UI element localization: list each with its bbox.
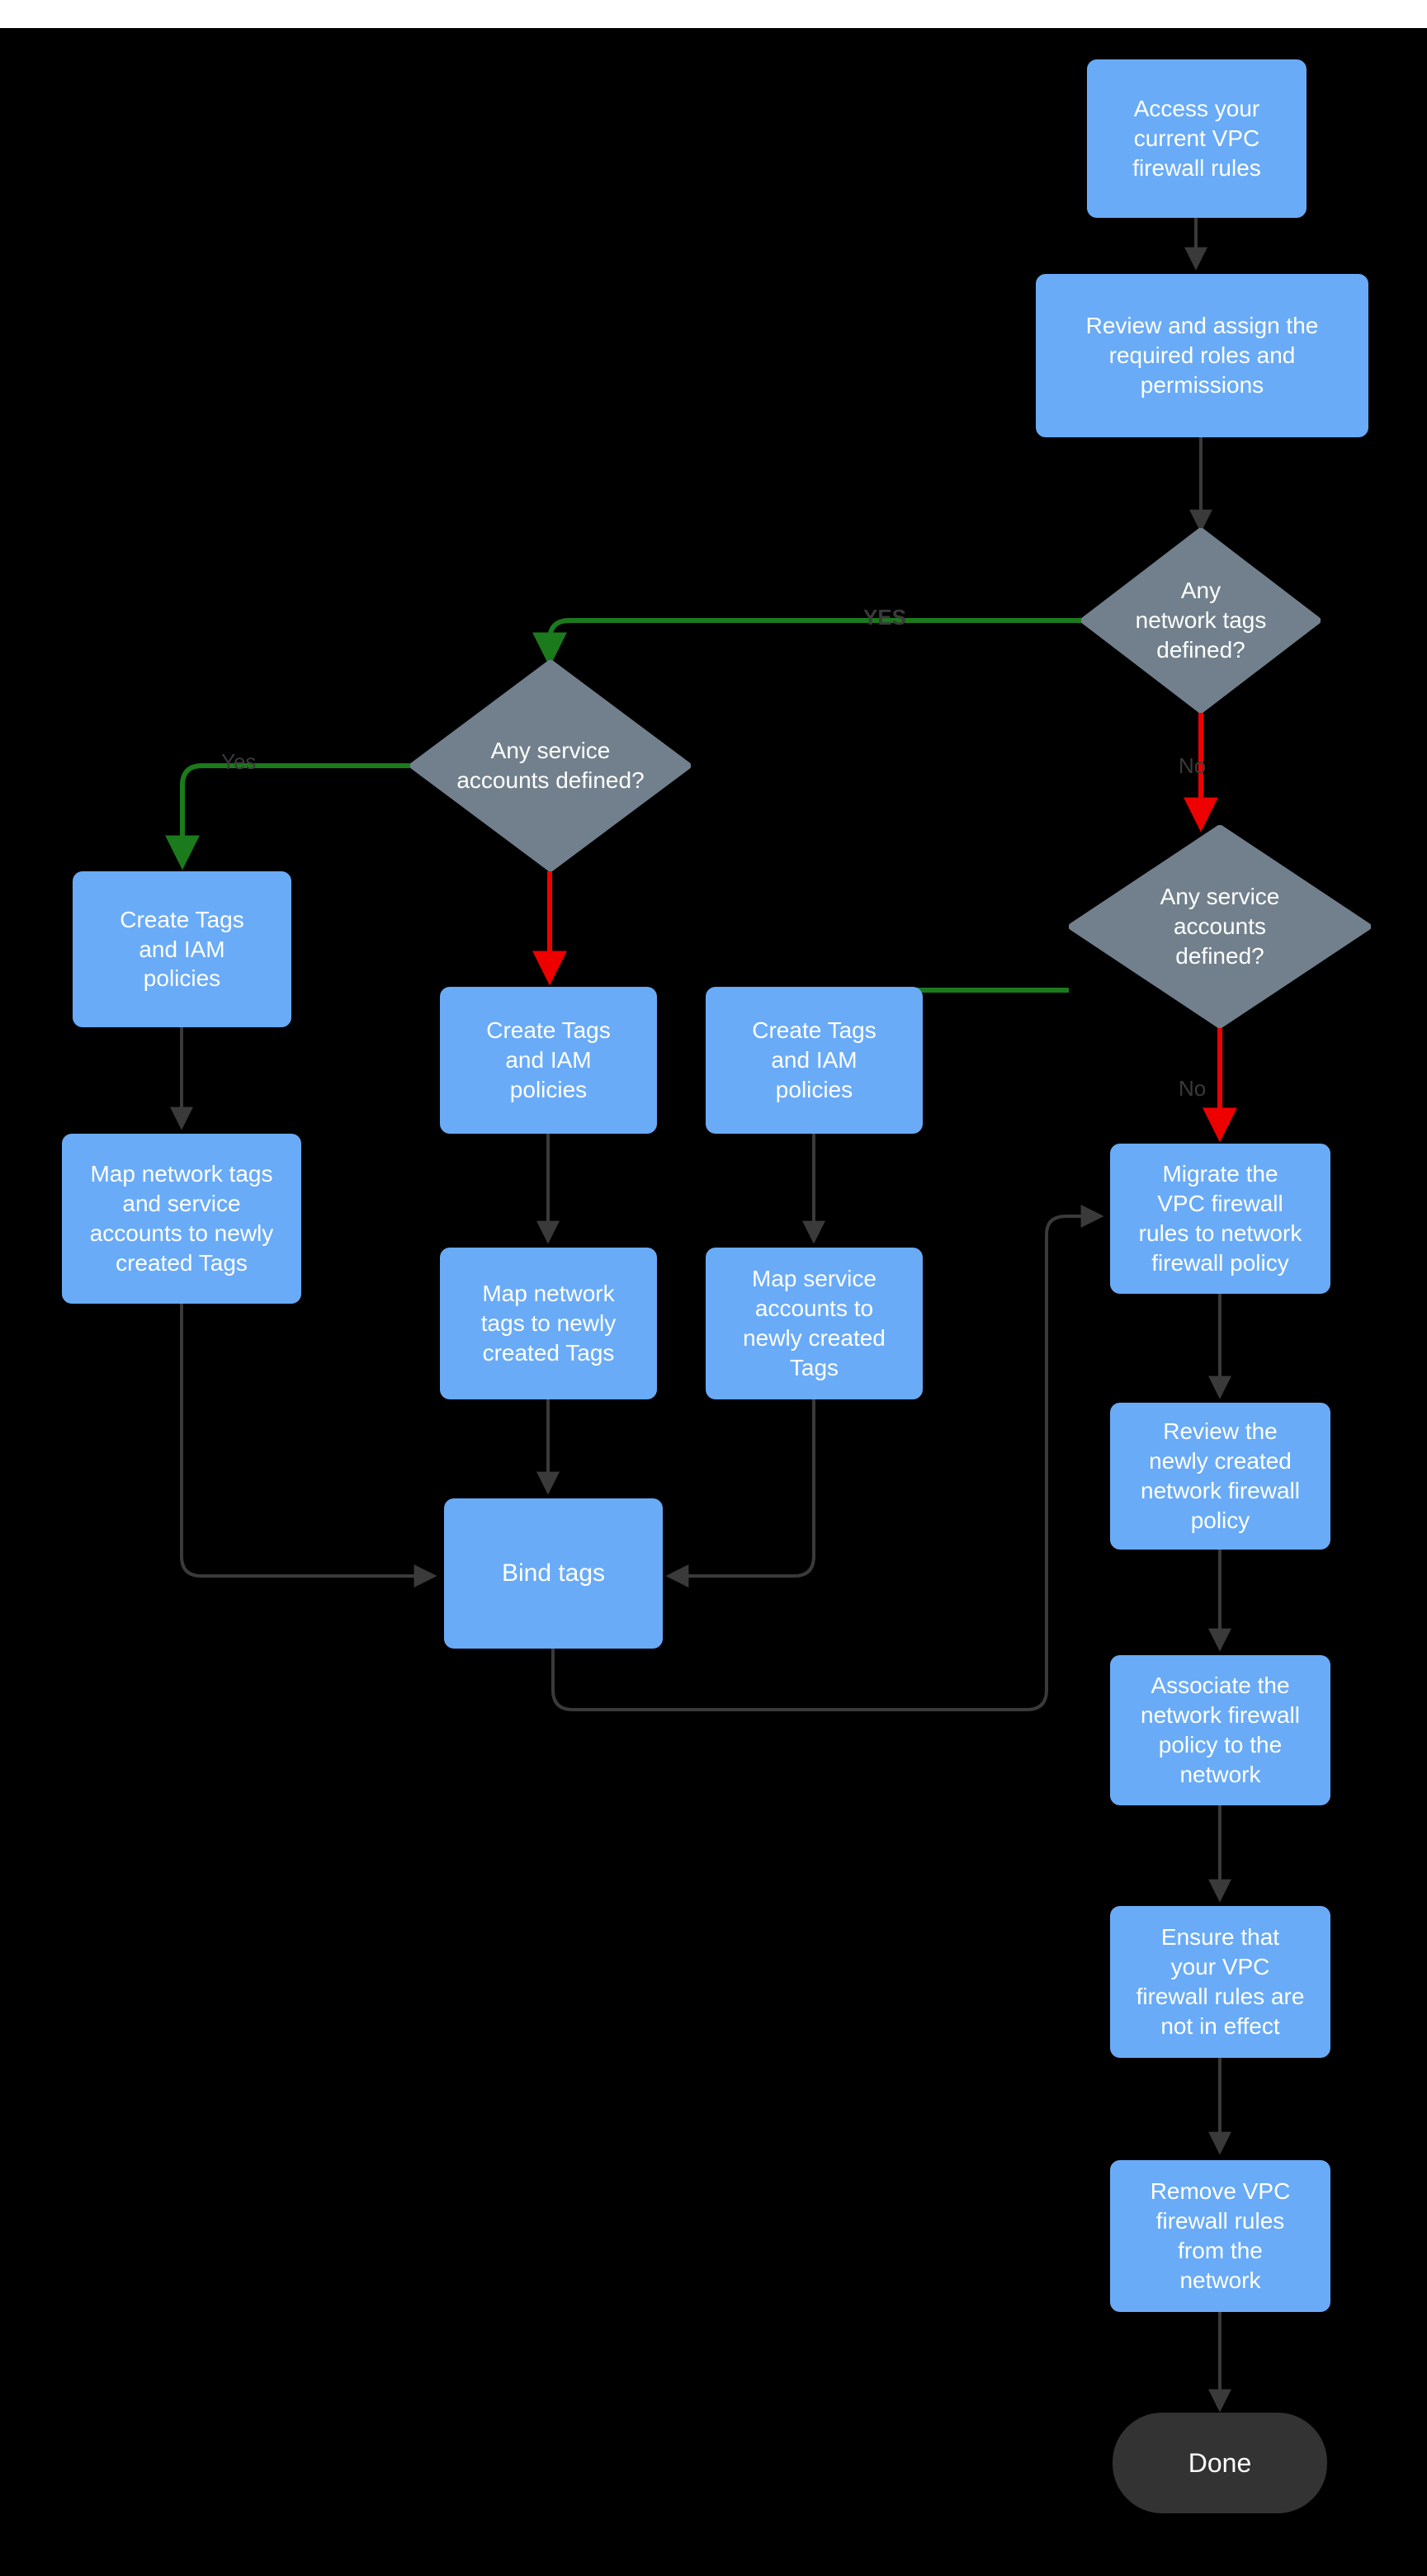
diamond-shape-icon <box>410 660 691 871</box>
node-review-newly-created-network-policy[interactable]: Review the newly created network firewal… <box>1110 1403 1330 1550</box>
edge-label-network-tags-no: No <box>1179 753 1207 778</box>
node-create-tags-iam-policies-col2[interactable]: Create Tags and IAM policies <box>440 987 657 1134</box>
decision-label: Any service accounts defined? <box>456 738 645 793</box>
node-access-current-vpc-firewall-rules[interactable]: Access your current VPC firewall rules <box>1087 59 1307 218</box>
diamond-shape-icon <box>1069 825 1371 1028</box>
node-map-service-accounts-to-newly-created-tags[interactable]: Map service accounts to newly created Ta… <box>706 1248 923 1399</box>
decision-any-service-accounts-defined-left[interactable]: Any service accounts defined? <box>410 660 691 871</box>
node-review-and-assign-roles[interactable]: Review and assign the required roles and… <box>1036 274 1368 437</box>
node-create-tags-iam-policies-col1[interactable]: Create Tags and IAM policies <box>73 871 291 1027</box>
node-map-network-tags-to-newly-created-tags[interactable]: Map network tags to newly created Tags <box>440 1248 657 1399</box>
edge-label-service-accounts-right-no: No <box>1179 1076 1207 1101</box>
decision-label: Any network tags defined? <box>1135 578 1267 663</box>
decision-any-service-accounts-defined-right[interactable]: Any service accounts defined? <box>1069 825 1371 1028</box>
node-associate-policy-to-network[interactable]: Associate the network firewall policy to… <box>1110 1655 1330 1805</box>
node-ensure-vpc-rules-not-in-effect[interactable]: Ensure that your VPC firewall rules are … <box>1110 1906 1330 2058</box>
decision-any-network-tags-defined[interactable]: Any network tags defined? <box>1081 528 1321 713</box>
edge-label-network-tags-yes: YES <box>863 605 907 630</box>
diamond-shape-icon <box>1081 528 1321 713</box>
node-done-terminal[interactable]: Done <box>1113 2413 1327 2513</box>
node-migrate-vpc-rules-to-network-policy[interactable]: Migrate the VPC firewall rules to networ… <box>1110 1144 1330 1294</box>
edge-label-service-accounts-left-yes: Yes <box>221 749 257 774</box>
node-map-network-tags-and-service-accounts[interactable]: Map network tags and service accounts to… <box>62 1134 301 1304</box>
node-create-tags-iam-policies-col3[interactable]: Create Tags and IAM policies <box>706 987 923 1134</box>
node-bind-tags[interactable]: Bind tags <box>444 1498 663 1649</box>
decision-label: Any service accounts defined? <box>1160 884 1280 969</box>
node-remove-vpc-rules-from-network[interactable]: Remove VPC firewall rules from the netwo… <box>1110 2160 1330 2312</box>
